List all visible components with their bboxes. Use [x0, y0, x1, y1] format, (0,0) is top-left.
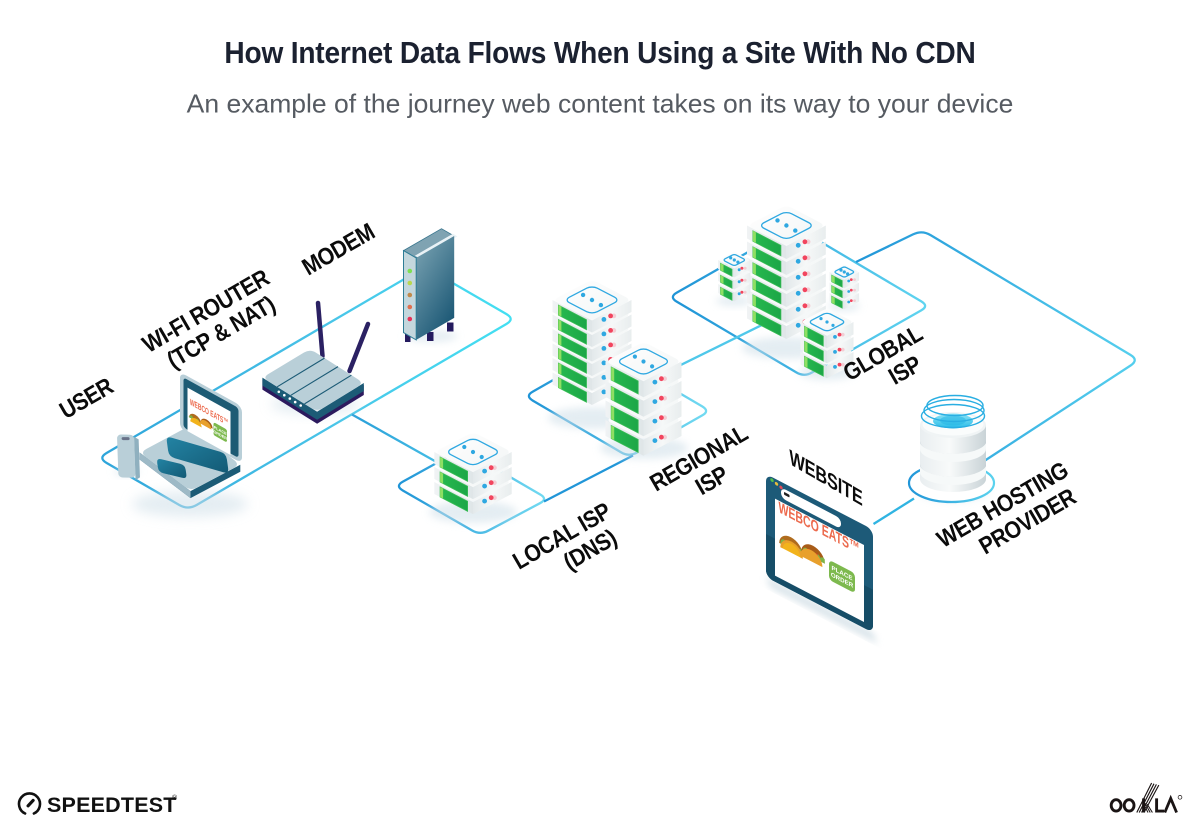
svg-text:SPEEDTEST: SPEEDTEST [47, 793, 177, 817]
svg-text:An example of the journey web: An example of the journey web content ta… [187, 89, 1014, 119]
svg-text:PLACE: PLACE [214, 424, 227, 436]
svg-text:®: ® [172, 794, 178, 802]
svg-text:How Internet Data Flows When U: How Internet Data Flows When Using a Sit… [224, 36, 975, 71]
